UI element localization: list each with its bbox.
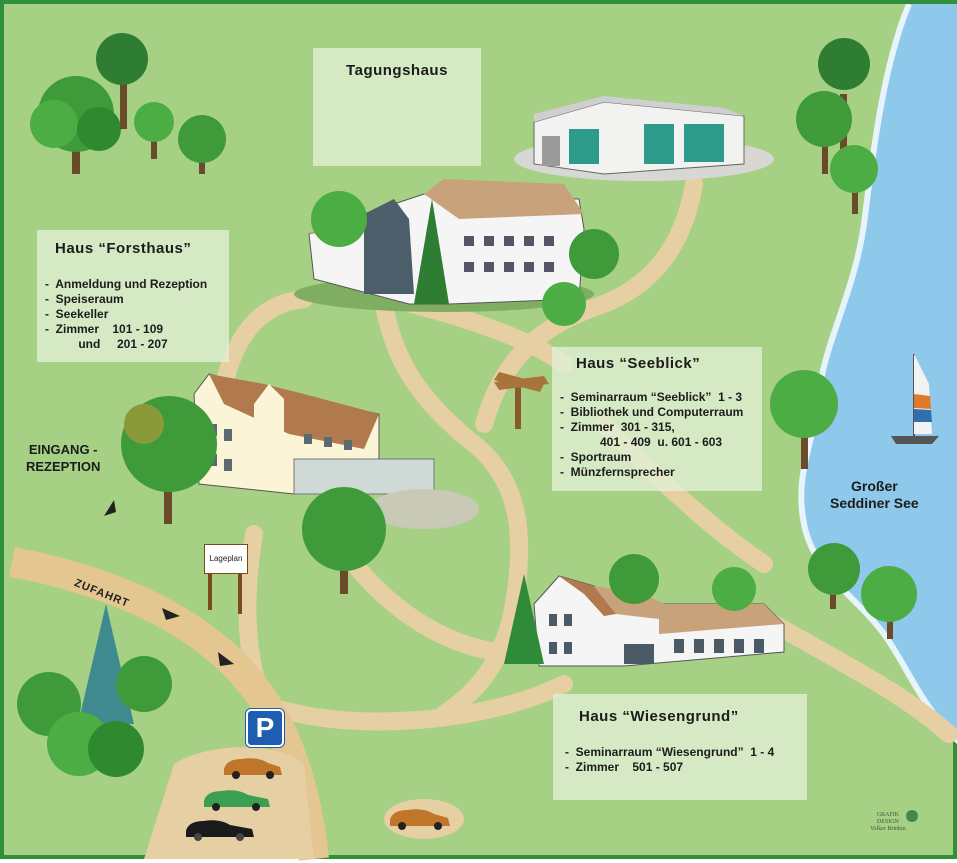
- car-icon: [186, 820, 254, 841]
- tree-icon: [808, 543, 860, 609]
- car-icon: [390, 809, 450, 830]
- seeblick-list: Seminarraum “Seeblick” 1 - 3 Bibliothek …: [560, 390, 762, 480]
- car-icon: [224, 758, 282, 779]
- logo-line: DESIGN: [876, 819, 899, 825]
- tree-icon: [302, 487, 386, 594]
- tagungshaus-info-box: Tagungshaus: [313, 48, 481, 166]
- tree-icon: [414, 199, 449, 304]
- list-item: Anmeldung und Rezeption: [45, 277, 229, 292]
- tree-icon: [30, 76, 121, 174]
- parking-sign-icon: P: [246, 709, 284, 747]
- map-background: [9, 4, 957, 861]
- tree-icon: [796, 91, 852, 174]
- tree-icon: [178, 115, 226, 174]
- tree-icon: [134, 102, 174, 159]
- logo-line: GRAFIK: [876, 812, 900, 818]
- tree-icon: [116, 656, 172, 712]
- tree-icon: [96, 33, 148, 129]
- list-item: Bibliothek und Computerraum: [560, 405, 762, 420]
- wiesengrund-info-box: Haus “Wiesengrund” Seminarraum “Wiesengr…: [553, 694, 807, 800]
- tree-icon: [861, 566, 917, 639]
- seeblick-title: Haus “Seeblick”: [576, 355, 701, 372]
- entrance-label: EINGANG - REZEPTION: [26, 442, 101, 474]
- list-item: Zimmer 101 - 109: [45, 322, 229, 337]
- list-item: Zimmer 301 - 315,: [560, 420, 762, 435]
- signpost-icon: [494, 372, 549, 429]
- lageplan-posts: [208, 572, 242, 614]
- list-item: Zimmer 501 - 507: [565, 760, 807, 775]
- tree-icon: [504, 574, 544, 664]
- tree-icon: [712, 567, 756, 611]
- direction-arrows: [104, 500, 234, 666]
- car-icon: [204, 790, 270, 811]
- tagungshaus-title: Tagungshaus: [346, 62, 448, 79]
- tree-icon: [609, 554, 659, 604]
- trees: [17, 33, 917, 777]
- forsthaus-building: [193, 373, 479, 529]
- list-item: Seekeller: [45, 307, 229, 322]
- list-item: Seminarraum “Wiesengrund” 1 - 4: [565, 745, 807, 760]
- lake-label: Großer Seddiner See: [830, 478, 919, 511]
- tree-icon: [542, 282, 586, 326]
- list-item: Seminarraum “Seeblick” 1 - 3: [560, 390, 762, 405]
- tree-icon: [121, 396, 217, 524]
- tree-icon: [830, 145, 878, 214]
- list-item-continuation: und 201 - 207: [45, 337, 168, 351]
- list-item: Münzfernsprecher: [560, 465, 762, 480]
- list-item: Speiseraum: [45, 292, 229, 307]
- lageplan-sign: Lageplan: [204, 544, 248, 574]
- list-item-continuation: 401 - 409 u. 601 - 603: [560, 435, 723, 449]
- tree-icon: [88, 721, 144, 777]
- forsthaus-title: Haus “Forsthaus”: [55, 240, 192, 257]
- wiesengrund-title: Haus “Wiesengrund”: [579, 708, 739, 725]
- tree-icon: [311, 191, 367, 247]
- tree-icon: [569, 229, 619, 279]
- wiesengrund-list: Seminarraum “Wiesengrund” 1 - 4 Zimmer 5…: [565, 745, 807, 775]
- logo-line: Volker Brinkm: [870, 826, 906, 832]
- list-item: Sportraum: [560, 450, 762, 465]
- logo-icon: [906, 810, 918, 822]
- forsthaus-list: Anmeldung und Rezeption Speiseraum Seeke…: [45, 277, 229, 352]
- arrow-icon: [162, 608, 180, 620]
- designer-logo: GRAFIK DESIGN Volker Brinkm: [870, 812, 906, 833]
- tagungshaus-building: [514, 96, 774, 181]
- arrow-icon: [218, 652, 234, 666]
- seeblick-info-box: Haus “Seeblick” Seminarraum “Seeblick” 1…: [552, 347, 762, 491]
- tree-icon: [770, 370, 838, 469]
- forsthaus-info-box: Haus “Forsthaus” Anmeldung und Rezeption…: [37, 230, 229, 362]
- sailboat-icon: [891, 354, 939, 444]
- wiesengrund-building: [533, 575, 785, 667]
- arrow-icon: [104, 500, 116, 516]
